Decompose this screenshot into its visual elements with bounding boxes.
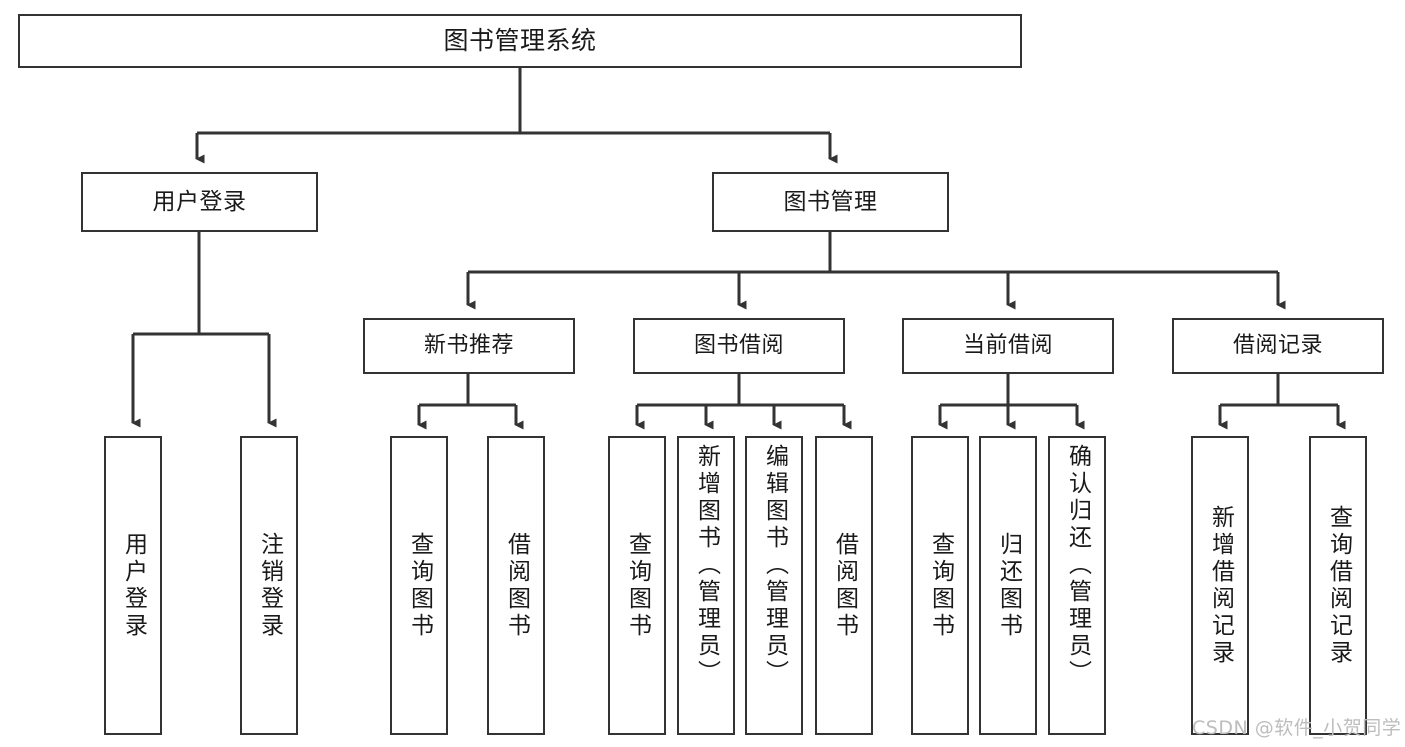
node-leaf-add-borrow-record[interactable]: 新增借阅记录 (1191, 436, 1249, 735)
node-current-borrow[interactable]: 当前借阅 (902, 318, 1114, 374)
node-leaf-user-login-label: 用户登录 (120, 531, 147, 640)
node-leaf-query-book-current-label: 查询图书 (927, 531, 954, 640)
node-leaf-logout[interactable]: 注销登录 (240, 436, 298, 735)
node-book-borrow[interactable]: 图书借阅 (633, 318, 845, 374)
node-new-book-recommend-label: 新书推荐 (423, 333, 514, 359)
node-root-label: 图书管理系统 (443, 25, 597, 55)
node-root-book-management-system[interactable]: 图书管理系统 (18, 14, 1022, 68)
node-leaf-query-book-borrow-label: 查询图书 (624, 531, 651, 640)
node-borrow-record[interactable]: 借阅记录 (1172, 318, 1384, 374)
node-leaf-logout-label: 注销登录 (256, 531, 283, 640)
node-leaf-add-book-admin[interactable]: 新增图书（管理员） (677, 436, 735, 735)
node-user-login-label: 用户登录 (152, 188, 247, 215)
node-leaf-return-book-label: 归还图书 (995, 531, 1022, 640)
node-user-login[interactable]: 用户登录 (81, 172, 318, 232)
node-leaf-return-book[interactable]: 归还图书 (979, 436, 1037, 735)
node-book-management-label: 图书管理 (783, 188, 878, 215)
node-new-book-recommend[interactable]: 新书推荐 (363, 318, 575, 374)
node-borrow-record-label: 借阅记录 (1232, 333, 1323, 359)
node-leaf-edit-book-admin-label: 编辑图书（管理员） (761, 444, 788, 687)
node-leaf-user-login[interactable]: 用户登录 (104, 436, 162, 735)
node-leaf-borrow-book-recommend[interactable]: 借阅图书 (487, 436, 545, 735)
node-leaf-borrow-book-label: 借阅图书 (831, 531, 858, 640)
node-book-management[interactable]: 图书管理 (712, 172, 949, 232)
node-leaf-query-book-recommend-label: 查询图书 (406, 531, 433, 640)
node-leaf-confirm-return-admin-label: 确认归还（管理员） (1064, 444, 1091, 687)
node-current-borrow-label: 当前借阅 (962, 333, 1053, 359)
node-leaf-add-borrow-record-label: 新增借阅记录 (1207, 504, 1234, 667)
node-leaf-borrow-book-recommend-label: 借阅图书 (503, 531, 530, 640)
node-leaf-add-book-admin-label: 新增图书（管理员） (693, 444, 720, 687)
node-leaf-confirm-return-admin[interactable]: 确认归还（管理员） (1048, 436, 1106, 735)
node-book-borrow-label: 图书借阅 (693, 333, 784, 359)
node-leaf-query-borrow-record-label: 查询借阅记录 (1325, 504, 1352, 667)
node-leaf-query-book-borrow[interactable]: 查询图书 (608, 436, 666, 735)
node-leaf-borrow-book[interactable]: 借阅图书 (815, 436, 873, 735)
node-leaf-edit-book-admin[interactable]: 编辑图书（管理员） (745, 436, 803, 735)
node-leaf-query-book-current[interactable]: 查询图书 (911, 436, 969, 735)
node-leaf-query-borrow-record[interactable]: 查询借阅记录 (1309, 436, 1367, 735)
node-leaf-query-book-recommend[interactable]: 查询图书 (390, 436, 448, 735)
